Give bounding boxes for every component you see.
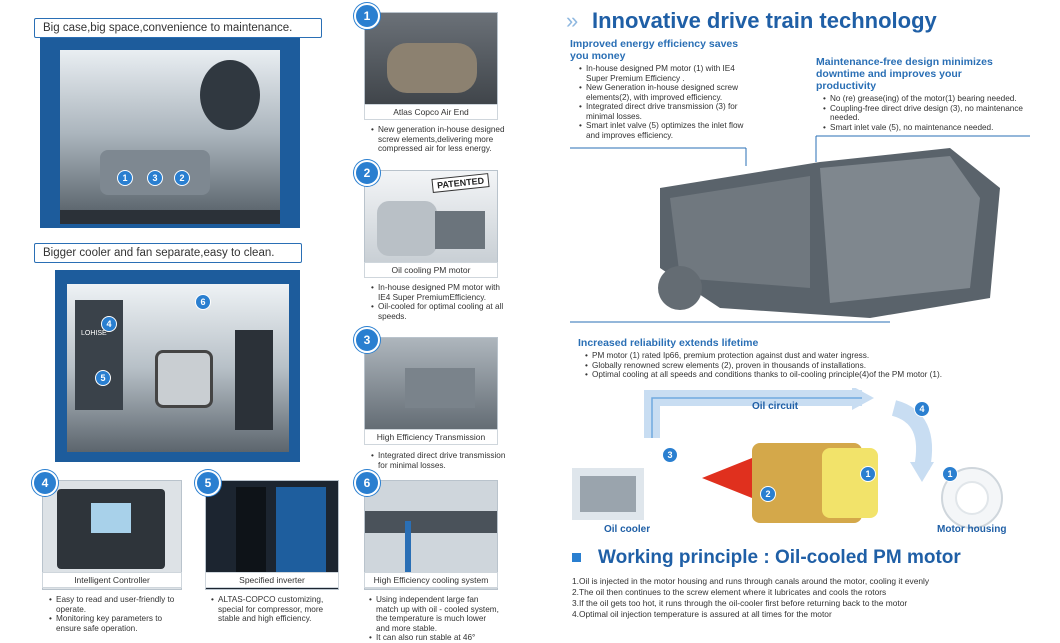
callout-big-case: Big case,big space,convenience to mainte… [34,18,322,38]
badge-4: 4 [32,470,58,496]
working-step: 3.If the oil gets too hot, it runs throu… [572,598,908,608]
bullets-pm-motor: In-house designed PM motor with IE4 Supe… [370,283,513,321]
bullet: Smart inlet valve (5) optimizes the inle… [579,121,756,140]
bullet: Integrated direct drive transmission (3)… [579,102,756,121]
caption-pm-motor: Oil cooling PM motor [364,262,498,278]
badge-3: 3 [354,327,380,353]
bullet: New generation in-house designed screw e… [371,125,513,154]
machine-photo-top: 1 3 2 [40,20,300,228]
reliability-bullets: PM motor (1) rated Ip66, premium protect… [584,351,1012,380]
bullet: Optimal cooling at all speeds and condit… [585,370,1012,380]
bullet: Coupling-free direct drive design (3), n… [823,104,1040,123]
bullet: No (re) grease(ing) of the motor(1) bear… [823,94,1040,104]
working-title-square-icon [572,553,581,562]
bullet: Oil-cooled for optimal cooling at all sp… [371,302,513,321]
caption-inverter: Specified inverter [205,572,339,588]
marker-4: 4 [101,316,117,332]
working-step: 4.Optimal oil injection temperature is a… [572,609,832,619]
bullets-air-end: New generation in-house designed screw e… [370,125,513,154]
reliability-heading: Increased reliability extends lifetime [578,337,759,349]
badge-5: 5 [195,470,221,496]
oil-circuit-label: Oil circuit [752,401,799,412]
bullet: In-house designed PM motor with IE4 Supe… [371,283,513,302]
bullet: Monitoring key parameters to ensure safe… [49,614,186,633]
diagram-marker-4: 4 [914,401,930,417]
panel-air-end [364,12,498,118]
panel-transmission [364,337,498,443]
drive-train-graphic [570,135,1030,323]
bullet: In-house designed PM motor (1) with IE4 … [579,64,756,83]
diagram-marker-1b: 1 [942,466,958,482]
caption-air-end: Atlas Copco Air End [364,104,498,120]
bullets-cooling: Using independent large fan match up wit… [368,595,501,643]
marker-6: 6 [195,294,211,310]
marker-2: 2 [174,170,190,186]
working-step: 2.The oil then continues to the screw el… [572,587,887,597]
diagram-marker-1a: 1 [860,466,876,482]
bullet: New Generation in-house designed screw e… [579,83,756,102]
efficiency-bullets: In-house designed PM motor (1) with IE4 … [578,64,756,140]
marker-3: 3 [147,170,163,186]
maintenance-bullets: No (re) grease(ing) of the motor(1) bear… [822,94,1040,132]
bullet: PM motor (1) rated Ip66, premium protect… [585,351,1012,361]
bullet: Easy to read and user-friendly to operat… [49,595,186,614]
efficiency-heading: Improved energy efficiency saves you mon… [570,38,739,62]
bullet: Globally renowned screw elements (2), pr… [585,361,1012,371]
working-steps: 1.Oil is injected in the motor housing a… [572,576,1052,620]
callout-bigger-cooler: Bigger cooler and fan separate,easy to c… [34,243,302,263]
motor-housing-label: Motor housing [937,524,1007,535]
marker-1: 1 [117,170,133,186]
badge-2: 2 [354,160,380,186]
machine-photo-bottom: LOHISE 4 5 6 [55,270,300,462]
working-step: 1.Oil is injected in the motor housing a… [572,576,930,586]
bullet: Using independent large fan match up wit… [369,595,501,633]
page-title: Innovative drive train technology [592,8,937,33]
badge-1: 1 [354,3,380,29]
bullets-transmission: Integrated direct drive transmission for… [370,451,513,470]
bullet: It can also run stable at 46° [369,633,501,643]
working-title: Working principle : Oil-cooled PM motor [598,547,961,568]
caption-cooling: High Efficiency cooling system [364,572,498,588]
diagram-marker-2: 2 [760,486,776,502]
panel-cooling [364,480,498,590]
bullet: Integrated direct drive transmission for… [371,451,513,470]
panel-inverter [205,480,339,590]
title-arrows-icon: » [566,8,579,33]
bullet: ALTAS-COPCO customizing, special for com… [211,595,343,624]
oil-cooler-label: Oil cooler [604,524,651,535]
caption-transmission: High Efficiency Transmission [364,429,498,445]
badge-6: 6 [354,470,380,496]
bullets-controller: Easy to read and user-friendly to operat… [48,595,186,633]
caption-controller: Intelligent Controller [42,572,182,588]
maintenance-heading: Maintenance-free design minimizes downti… [816,56,993,92]
panel-controller [42,480,182,590]
bullet: Smart inlet vale (5), no maintenance nee… [823,123,1040,133]
bullets-inverter: ALTAS-COPCO customizing, special for com… [210,595,343,624]
lohi-label: LOHISE [81,330,107,337]
diagram-marker-3: 3 [662,447,678,463]
oil-circuit-diagram [572,388,1003,529]
marker-5: 5 [95,370,111,386]
